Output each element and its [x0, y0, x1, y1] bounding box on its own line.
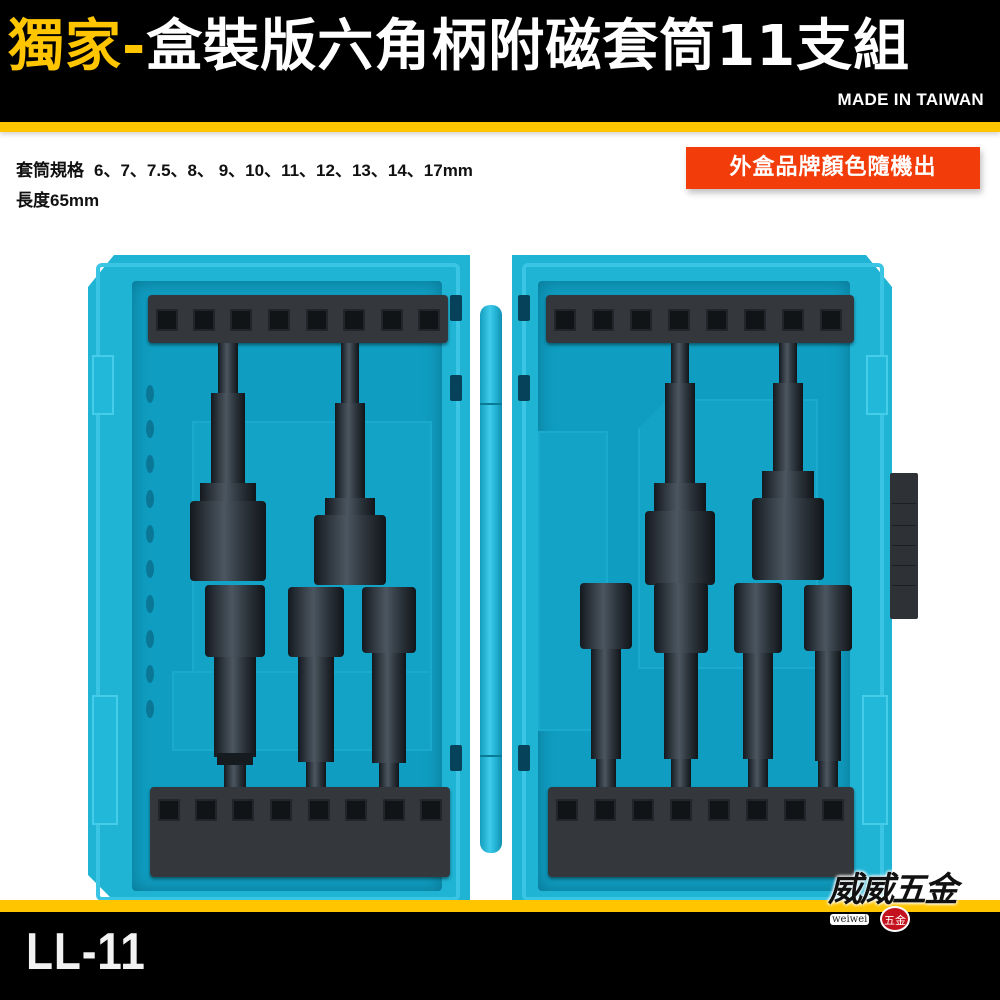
hinge-slot — [450, 295, 462, 321]
vent-dot — [146, 455, 154, 473]
vent-dot — [146, 665, 154, 683]
rack-hole — [420, 799, 442, 821]
spec-sizes-row: 套筒規格 6、7、7.5、8、 9、10、11、12、13、14、17mm — [16, 156, 473, 186]
side-tab — [92, 355, 114, 415]
rack-hole — [594, 799, 616, 821]
rack-hole — [381, 309, 403, 331]
vent-dot — [146, 630, 154, 648]
rack-hole — [232, 799, 254, 821]
rack-hole — [193, 309, 215, 331]
side-tab — [92, 695, 118, 825]
rack-hole — [556, 799, 578, 821]
case-rim — [96, 263, 460, 901]
random-color-notice-badge: 外盒品牌顏色隨機出 — [686, 147, 980, 189]
spec-sizes-label: 套筒規格 — [16, 161, 84, 180]
rack-hole — [592, 309, 614, 331]
rack-hole — [383, 799, 405, 821]
socket-large — [188, 343, 268, 583]
socket-small — [576, 583, 636, 793]
top-yellow-stripe — [0, 122, 1000, 132]
rack-hole — [670, 799, 692, 821]
store-logo-name: 威威五金 — [828, 870, 958, 910]
bit-rack-bottom — [150, 787, 450, 877]
vent-dot — [146, 385, 154, 403]
title-exclusive-tag: 獨家- — [8, 14, 147, 79]
store-logo-seal-icon: 五金 — [880, 906, 910, 932]
rack-hole — [345, 799, 367, 821]
product-title: 獨家-盒裝版六角柄附磁套筒11支組 — [8, 14, 910, 80]
vent-dot — [146, 420, 154, 438]
rack-hole — [632, 799, 654, 821]
spec-length-label: 長度 — [16, 191, 50, 210]
socket-small — [200, 585, 270, 795]
socket-small — [800, 585, 856, 793]
vent-dot — [146, 700, 154, 718]
model-number: LL-11 — [26, 923, 146, 981]
rack-hole — [554, 309, 576, 331]
hinge-slot — [518, 295, 530, 321]
bit-rack-top — [148, 295, 448, 343]
hinge-slot — [518, 745, 530, 771]
rack-hole — [822, 799, 844, 821]
case-hinge — [480, 305, 502, 853]
socket-large — [640, 343, 720, 588]
socket-large — [310, 343, 390, 588]
vent-dot — [146, 490, 154, 508]
rack-hole — [418, 309, 440, 331]
case-latch — [890, 473, 918, 619]
spec-block: 套筒規格 6、7、7.5、8、 9、10、11、12、13、14、17mm 長度6… — [16, 156, 473, 216]
side-tab — [866, 355, 888, 415]
rack-hole — [784, 799, 806, 821]
case-rim — [522, 263, 884, 901]
hinge-slot — [450, 745, 462, 771]
made-in-taiwan-label: MADE IN TAIWAN — [837, 90, 984, 109]
rack-hole — [308, 799, 330, 821]
spec-length-value: 65mm — [50, 191, 100, 210]
rack-hole — [706, 309, 728, 331]
case-right-half — [512, 255, 892, 915]
socket-small — [730, 583, 786, 793]
vent-dot — [146, 595, 154, 613]
socket-small — [358, 587, 420, 795]
spec-length-row: 長度65mm — [16, 186, 473, 216]
socket-small — [650, 583, 712, 793]
rack-hole — [708, 799, 730, 821]
rack-hole — [195, 799, 217, 821]
hinge-slot — [518, 375, 530, 401]
bottom-yellow-stripe — [0, 900, 1000, 912]
socket-small — [284, 587, 348, 795]
title-main-text: 盒裝版六角柄附磁套筒11支組 — [146, 14, 911, 79]
rack-hole — [668, 309, 690, 331]
footer-band — [0, 912, 1000, 1000]
rack-hole — [630, 309, 652, 331]
side-tab — [862, 695, 888, 825]
case-left-half — [88, 255, 470, 915]
rack-hole — [156, 309, 178, 331]
rack-hole — [746, 799, 768, 821]
vent-dot — [146, 525, 154, 543]
spec-sizes-value: 6、7、7.5、8、 9、10、11、12、13、14、17mm — [94, 161, 473, 180]
rack-hole — [270, 799, 292, 821]
header-banner: 獨家-盒裝版六角柄附磁套筒11支組 MADE IN TAIWAN — [0, 0, 1000, 122]
store-logo: 威威五金 weiwei 五金 — [828, 862, 958, 942]
store-logo-sub: weiwei — [830, 914, 870, 925]
rack-hole — [230, 309, 252, 331]
socket-large — [748, 343, 828, 583]
hinge-slot — [450, 375, 462, 401]
rack-hole — [306, 309, 328, 331]
bit-rack-top — [546, 295, 854, 343]
rack-hole — [820, 309, 842, 331]
rack-hole — [158, 799, 180, 821]
bit-rack-bottom — [548, 787, 854, 877]
vent-dot — [146, 560, 154, 578]
rack-hole — [268, 309, 290, 331]
rack-hole — [782, 309, 804, 331]
rack-hole — [343, 309, 365, 331]
rack-hole — [744, 309, 766, 331]
